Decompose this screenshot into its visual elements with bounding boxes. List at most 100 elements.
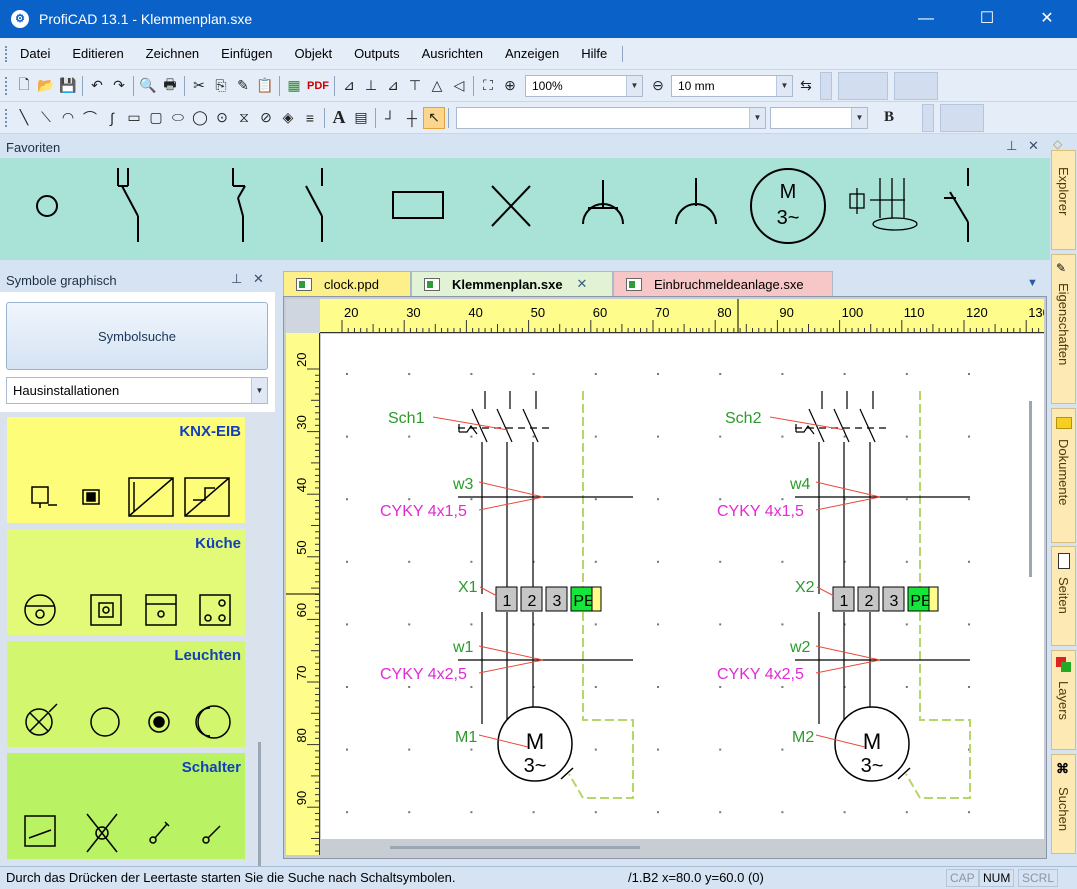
- align-bottom-icon[interactable]: ⊤: [408, 77, 422, 93]
- side-tab-dokumente[interactable]: Dokumente: [1051, 408, 1076, 543]
- font-combo[interactable]: ▼: [456, 106, 766, 129]
- menu-editieren[interactable]: Editieren: [72, 46, 124, 61]
- line-icon[interactable]: ╲: [19, 109, 29, 125]
- rectangle-icon[interactable]: ▭: [127, 109, 141, 125]
- side-tab-seiten[interactable]: Seiten: [1051, 546, 1076, 646]
- junction-icon[interactable]: ┼: [407, 109, 417, 126]
- menu-datei[interactable]: Datei: [20, 46, 51, 61]
- toolbar-grip[interactable]: [5, 76, 9, 95]
- library-scrollbar[interactable]: [258, 742, 261, 889]
- chevron-down-icon[interactable]: ▼: [251, 378, 267, 403]
- menu-anzeigen[interactable]: Anzeigen: [505, 46, 560, 61]
- ellipse-icon[interactable]: ⬭: [172, 109, 184, 125]
- align-top-icon[interactable]: ⊥: [364, 77, 378, 93]
- pdf-export-icon[interactable]: PDF: [307, 79, 329, 92]
- close-icon[interactable]: ✕: [1028, 138, 1039, 153]
- save-icon[interactable]: 💾: [59, 77, 77, 93]
- group-leuchten[interactable]: Leuchten: [7, 641, 245, 747]
- zoom-fit-icon[interactable]: ⛶: [483, 77, 493, 93]
- grid-combo[interactable]: 10 mm ▼: [671, 74, 793, 97]
- zoom-in-icon[interactable]: ⊕: [504, 77, 516, 93]
- tab-clock[interactable]: clock.ppd: [283, 271, 411, 296]
- close-tab-icon[interactable]: ✕: [576, 276, 588, 291]
- swap-icon[interactable]: ⇆: [800, 77, 812, 93]
- menu-hilfe[interactable]: Hilfe: [581, 46, 608, 61]
- side-tab-layers[interactable]: Layers: [1051, 650, 1076, 750]
- vertical-scrollbar[interactable]: [1029, 401, 1032, 577]
- menu-ausrichten[interactable]: Ausrichten: [421, 46, 484, 61]
- close-button[interactable]: ✕: [1040, 10, 1054, 27]
- eye-shape-icon[interactable]: ◈: [282, 109, 294, 125]
- library-combo[interactable]: Hausinstallationen ▼: [6, 377, 268, 404]
- open-folder-icon[interactable]: 📂: [37, 77, 55, 93]
- terminal-cell: [520, 586, 543, 612]
- textbox-icon[interactable]: ▤: [354, 109, 368, 125]
- tab-einbruchmeldeanlage[interactable]: Einbruchmeldeanlage.sxe: [613, 271, 833, 296]
- pin-icon[interactable]: ⊥: [1006, 138, 1018, 153]
- horizontal-scrollbar[interactable]: [390, 846, 640, 849]
- maximize-button[interactable]: ☐: [979, 10, 995, 27]
- hatch-icon[interactable]: ≡: [305, 109, 315, 126]
- symbol-search-button[interactable]: Symbolsuche: [6, 302, 268, 370]
- mirror-vertical-icon[interactable]: ⊿: [387, 77, 399, 93]
- group-kueche[interactable]: Küche: [7, 529, 245, 635]
- slash-circle-icon[interactable]: ⊘: [260, 109, 272, 125]
- print-icon[interactable]: 🖶: [163, 75, 177, 92]
- bezier-icon[interactable]: ∫: [110, 109, 114, 126]
- side-tab-eigenschaften[interactable]: ✎ Eigenschaften: [1051, 254, 1076, 404]
- paste-icon[interactable]: 📋: [256, 77, 274, 93]
- chevron-down-icon[interactable]: ▼: [626, 75, 642, 96]
- canvas-margin: [1021, 334, 1044, 839]
- toolbar-separator: [448, 107, 449, 128]
- chevron-down-icon[interactable]: ▼: [749, 107, 765, 128]
- circle-icon[interactable]: ◯: [192, 109, 208, 125]
- explorer-pin-icon[interactable]: ◇: [1053, 137, 1063, 151]
- zoom-out-icon[interactable]: ⊖: [652, 77, 664, 93]
- zoom-combo[interactable]: 100% ▼: [525, 74, 643, 97]
- redo-icon[interactable]: ↷: [113, 77, 125, 93]
- close-icon[interactable]: ✕: [253, 271, 264, 286]
- arc-icon[interactable]: ◠: [61, 109, 75, 125]
- new-file-icon[interactable]: 🗋: [18, 75, 30, 92]
- menu-objekt[interactable]: Objekt: [294, 46, 333, 61]
- menu-outputs[interactable]: Outputs: [354, 46, 400, 61]
- group-knx-eib[interactable]: KNX-EIB: [7, 417, 245, 523]
- select-arrow-icon[interactable]: ↖: [423, 106, 445, 129]
- bold-button[interactable]: B: [883, 109, 894, 125]
- terminal-cell: [857, 586, 880, 612]
- font-size-combo[interactable]: ▼: [770, 106, 868, 129]
- side-tab-explorer[interactable]: Explorer: [1051, 150, 1076, 250]
- flip-icon[interactable]: △: [431, 77, 443, 93]
- curve-icon[interactable]: ⌒: [83, 109, 97, 126]
- export-image-icon[interactable]: ▦: [287, 77, 301, 93]
- chevron-down-icon[interactable]: ▼: [776, 75, 792, 96]
- side-tab-suchen[interactable]: ⌘ Suchen: [1051, 754, 1076, 854]
- wire-icon[interactable]: ┘: [385, 109, 395, 126]
- tab-list-dropdown-icon[interactable]: ▼: [1027, 277, 1038, 289]
- polyline-icon[interactable]: ⟍: [41, 109, 51, 125]
- copy-icon[interactable]: ⎘: [215, 77, 227, 93]
- tab-klemmenplan[interactable]: Klemmenplan.sxe ✕: [411, 271, 613, 296]
- mirror-horizontal-icon[interactable]: ⊿: [343, 77, 355, 93]
- rotate-icon[interactable]: ◁: [453, 77, 465, 93]
- minimize-button[interactable]: —: [918, 10, 934, 27]
- menu-grip[interactable]: [5, 45, 9, 62]
- menu-einfuegen[interactable]: Einfügen: [221, 46, 273, 61]
- rounded-rect-icon[interactable]: ▢: [149, 109, 163, 125]
- menu-zeichnen[interactable]: Zeichnen: [145, 46, 200, 61]
- undo-icon[interactable]: ↶: [91, 77, 103, 93]
- circle-center-icon[interactable]: ⊙: [216, 109, 228, 125]
- grid-dot: [408, 435, 411, 438]
- print-preview-icon[interactable]: 🔍: [139, 77, 157, 93]
- cut-icon[interactable]: ✂: [193, 77, 205, 93]
- text-tool-icon[interactable]: A: [332, 107, 346, 127]
- format-painter-icon[interactable]: ✎: [237, 77, 249, 93]
- hourglass-icon[interactable]: ⧖: [239, 109, 249, 125]
- pin-icon[interactable]: ⊥: [231, 271, 243, 286]
- group-schalter[interactable]: Schalter: [7, 753, 245, 859]
- toolbar-grip[interactable]: [5, 108, 9, 127]
- chevron-down-icon[interactable]: ▼: [851, 107, 867, 128]
